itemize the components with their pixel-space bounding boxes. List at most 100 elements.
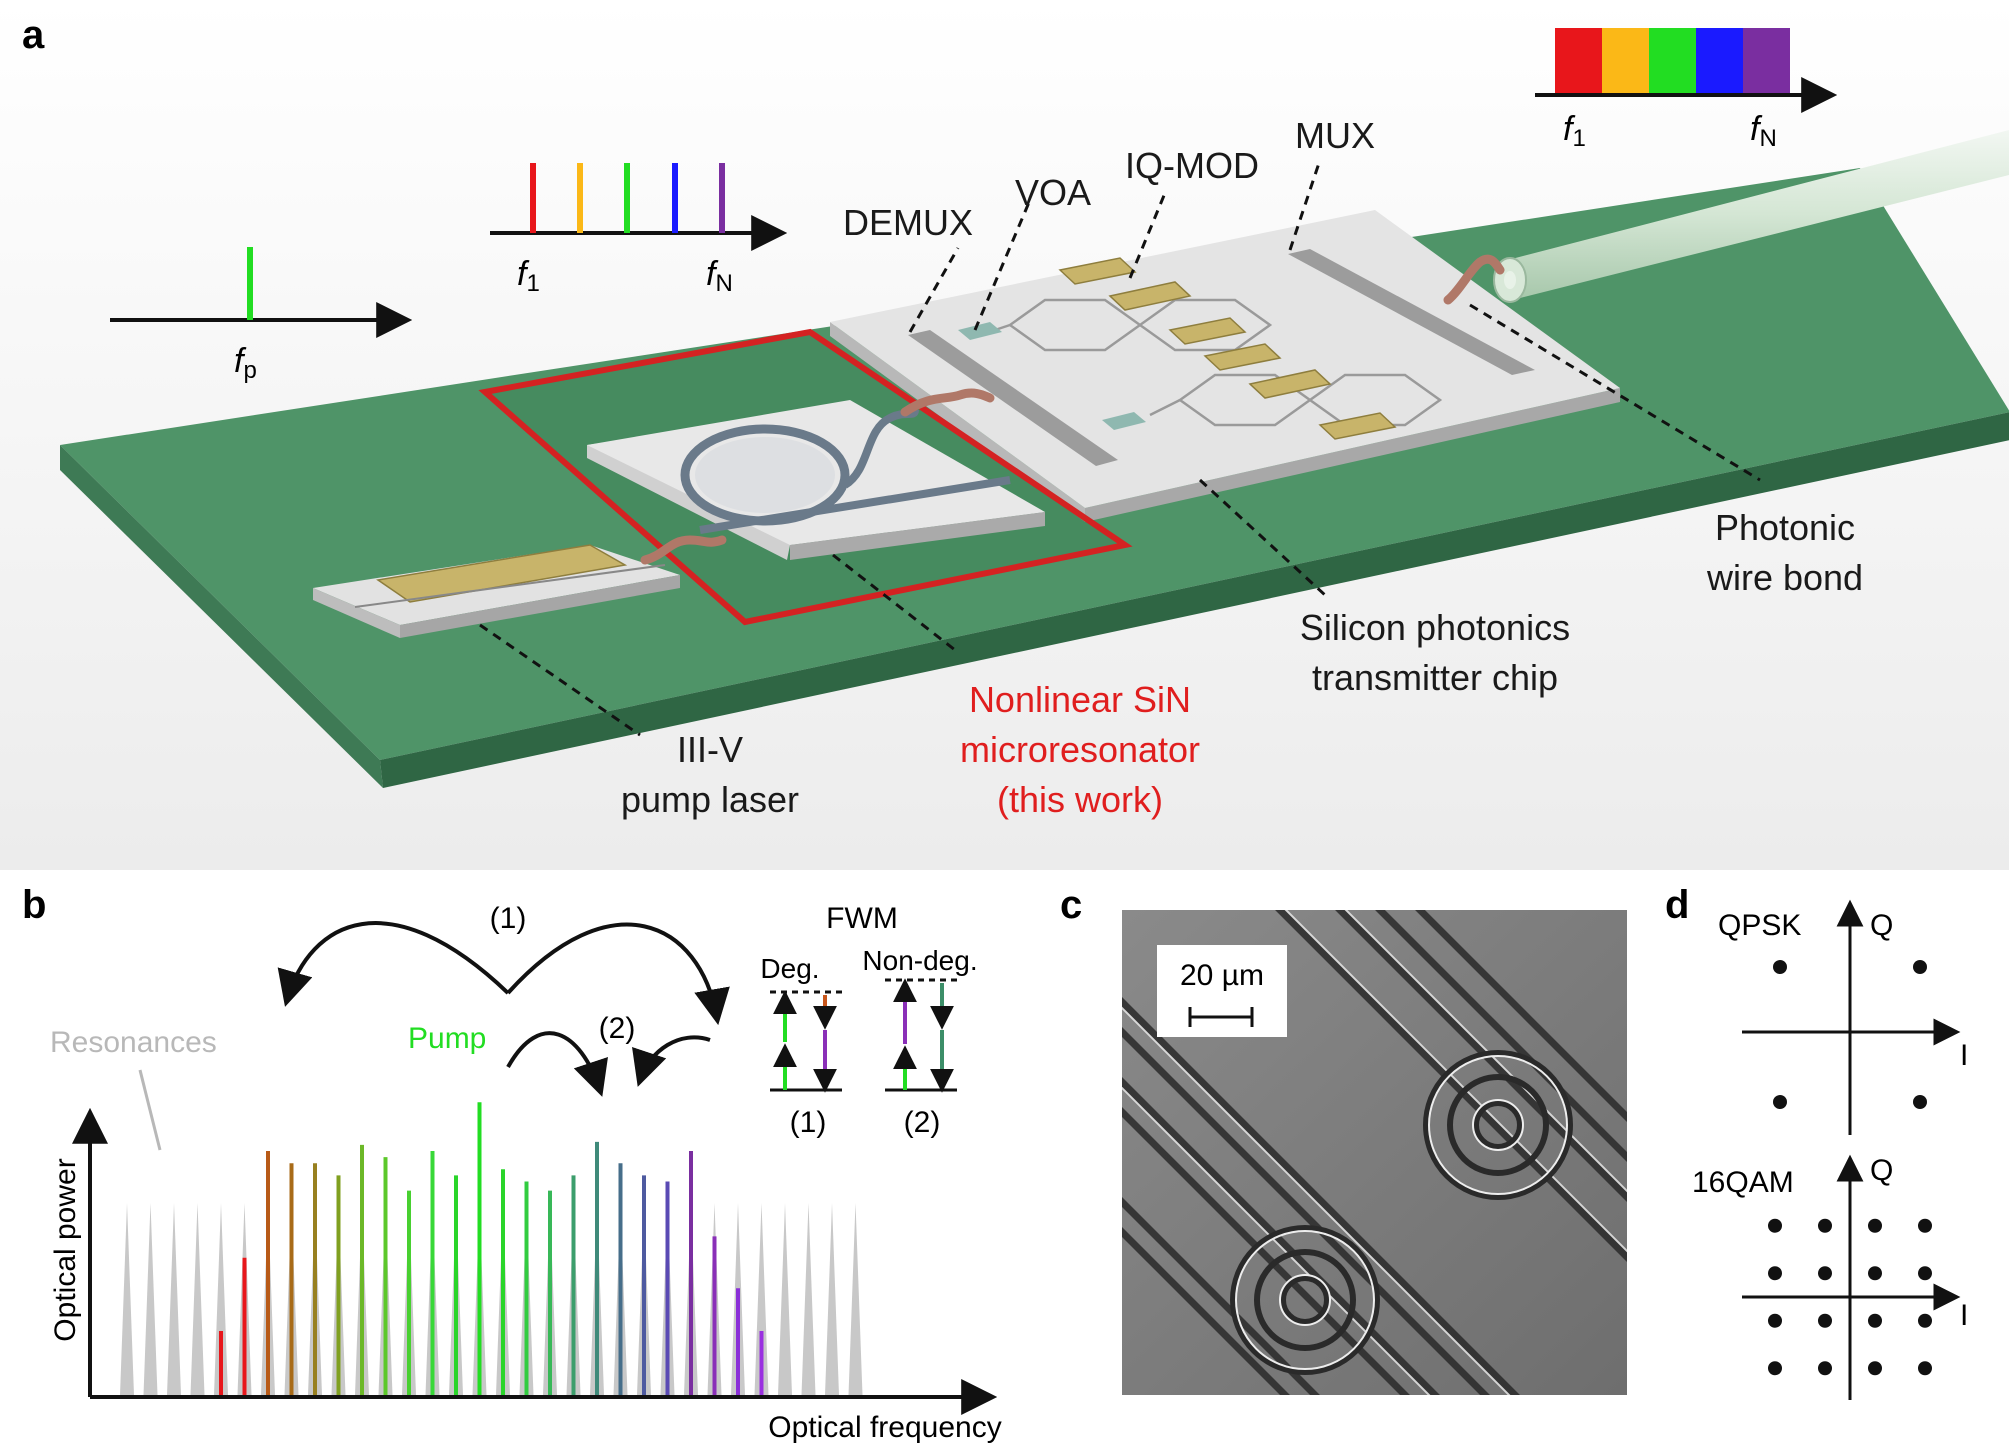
qam-point <box>1818 1266 1832 1281</box>
voa-pad-1 <box>958 322 1002 340</box>
silicon-photonics-chip <box>830 210 1620 522</box>
b-arc-1-left <box>277 921 510 1007</box>
resonance-peak <box>214 1202 228 1395</box>
panel-a: a <box>0 0 2009 870</box>
qpsk-point <box>1913 960 1927 974</box>
pump-spectrum: fp <box>110 247 413 384</box>
wire-bond-fiber <box>1443 254 1505 305</box>
leader-lines <box>479 159 1761 737</box>
label-si-chip-1: Silicon photonics <box>1300 607 1570 648</box>
comb-spectrum: f1 fN <box>490 163 788 297</box>
demux-bar <box>908 330 1118 466</box>
wire-bond-laser-sin <box>640 535 727 565</box>
label-mux: MUX <box>1295 115 1375 156</box>
wire-bond-sin-si <box>900 388 995 417</box>
sin-highlight-frame <box>478 328 1133 626</box>
qam-point <box>1818 1313 1832 1328</box>
panel-d: d QPSK Q I 16QAM Q I <box>1665 883 1968 1400</box>
voa-pad-2 <box>1102 412 1146 430</box>
mux-bar <box>1288 249 1535 375</box>
qam-point <box>1918 1218 1932 1233</box>
panel-c: c <box>1060 883 1627 1395</box>
qpsk-points <box>1773 960 1927 1109</box>
panel-letter-a: a <box>22 13 45 57</box>
scale-bar-label: 20 µm <box>1180 959 1264 992</box>
scale-bar-box <box>1157 945 1287 1037</box>
label-voa: VOA <box>1015 172 1091 213</box>
qam-point <box>1868 1313 1882 1328</box>
b-arc-2-left <box>506 1031 608 1097</box>
resonance-peak <box>825 1202 839 1395</box>
sin-microresonator-chip <box>587 400 1045 560</box>
label-pwb-1: Photonic <box>1715 507 1855 548</box>
qam-points <box>1768 1218 1932 1376</box>
resonance-peak <box>167 1202 181 1395</box>
qam-point <box>1868 1218 1882 1233</box>
label-iq-mod: IQ-MOD <box>1125 145 1259 186</box>
panel-b: b Optical power Optical frequency Resona… <box>22 883 1002 1444</box>
qam-point <box>1768 1361 1782 1376</box>
pump-laser-chip <box>313 544 680 638</box>
label-pwb-2: wire bond <box>1706 557 1863 598</box>
qam-point <box>1868 1361 1882 1376</box>
qam-point <box>1918 1266 1932 1281</box>
qam-point <box>1868 1266 1882 1281</box>
qam-point <box>1918 1313 1932 1328</box>
b-pump-label: Pump <box>408 1022 486 1055</box>
b-arc-1-right <box>506 922 730 1026</box>
resonance-peak <box>778 1202 792 1395</box>
qam-q-axis: Q <box>1870 1154 1893 1187</box>
qpsk-point <box>1913 1095 1927 1109</box>
fwm-label-1: (1) <box>790 1106 827 1139</box>
resonance-peak <box>754 1202 769 1395</box>
qam-point <box>1768 1266 1782 1281</box>
resonance-peak <box>143 1202 158 1395</box>
qam-point <box>1768 1313 1782 1328</box>
panel-letter-d: d <box>1665 883 1689 927</box>
sem-ring-1 <box>1423 1050 1573 1200</box>
qam-point <box>1918 1361 1932 1376</box>
qpsk-i-axis: I <box>1960 1039 1968 1072</box>
qam-point <box>1818 1218 1832 1233</box>
label-sin-2: microresonator <box>960 729 1200 770</box>
fwm-label-2: (2) <box>904 1106 941 1139</box>
b-ylabel: Optical power <box>49 1158 82 1341</box>
b-xlabel: Optical frequency <box>768 1411 1001 1444</box>
resonance-peak <box>801 1202 816 1395</box>
resonance-peak <box>120 1202 134 1395</box>
qpsk-constellation: QPSK Q I <box>1718 899 1968 1135</box>
label-sin-3: (this work) <box>997 779 1163 820</box>
resonance-peak <box>190 1202 205 1395</box>
fwm-deg: Deg. <box>760 953 819 984</box>
scale-bar <box>1188 1007 1254 1027</box>
fwm-title: FWM <box>826 902 898 935</box>
qam-label: 16QAM <box>1692 1166 1794 1199</box>
iq-mod-electrodes <box>1058 257 1397 440</box>
qpsk-point <box>1773 1095 1787 1109</box>
qpsk-point <box>1773 960 1787 974</box>
b-resonances-pointer <box>138 1069 162 1151</box>
fwm-diagram: FWM Deg. Non-deg. (1) (2) <box>760 902 977 1139</box>
qpsk-label: QPSK <box>1718 909 1801 942</box>
fwm-non-deg: Non-deg. <box>862 945 977 976</box>
panel-letter-c: c <box>1060 883 1082 927</box>
sem-image: 20 µm <box>1122 910 1627 1395</box>
label-laser-1: III-V <box>677 729 743 770</box>
qam-i-axis: I <box>1960 1299 1968 1332</box>
label-demux: DEMUX <box>843 202 973 243</box>
label-laser-2: pump laser <box>621 779 799 820</box>
bus-waveguide <box>699 476 1011 534</box>
label-si-chip-2: transmitter chip <box>1312 657 1558 698</box>
sem-ring-2 <box>1230 1225 1380 1375</box>
panel-letter-b: b <box>22 883 46 927</box>
b-arc-2-right <box>632 1035 711 1087</box>
qam16-constellation: 16QAM Q I <box>1692 1154 1968 1400</box>
b-resonances-label: Resonances <box>50 1026 217 1059</box>
qam-point <box>1818 1361 1832 1376</box>
label-sin-1: Nonlinear SiN <box>969 679 1191 720</box>
resonance-peak <box>848 1202 863 1395</box>
b-arc-2-label: (2) <box>599 1012 636 1045</box>
b-arc-1-label: (1) <box>490 902 527 935</box>
comb-lines <box>120 1102 863 1395</box>
